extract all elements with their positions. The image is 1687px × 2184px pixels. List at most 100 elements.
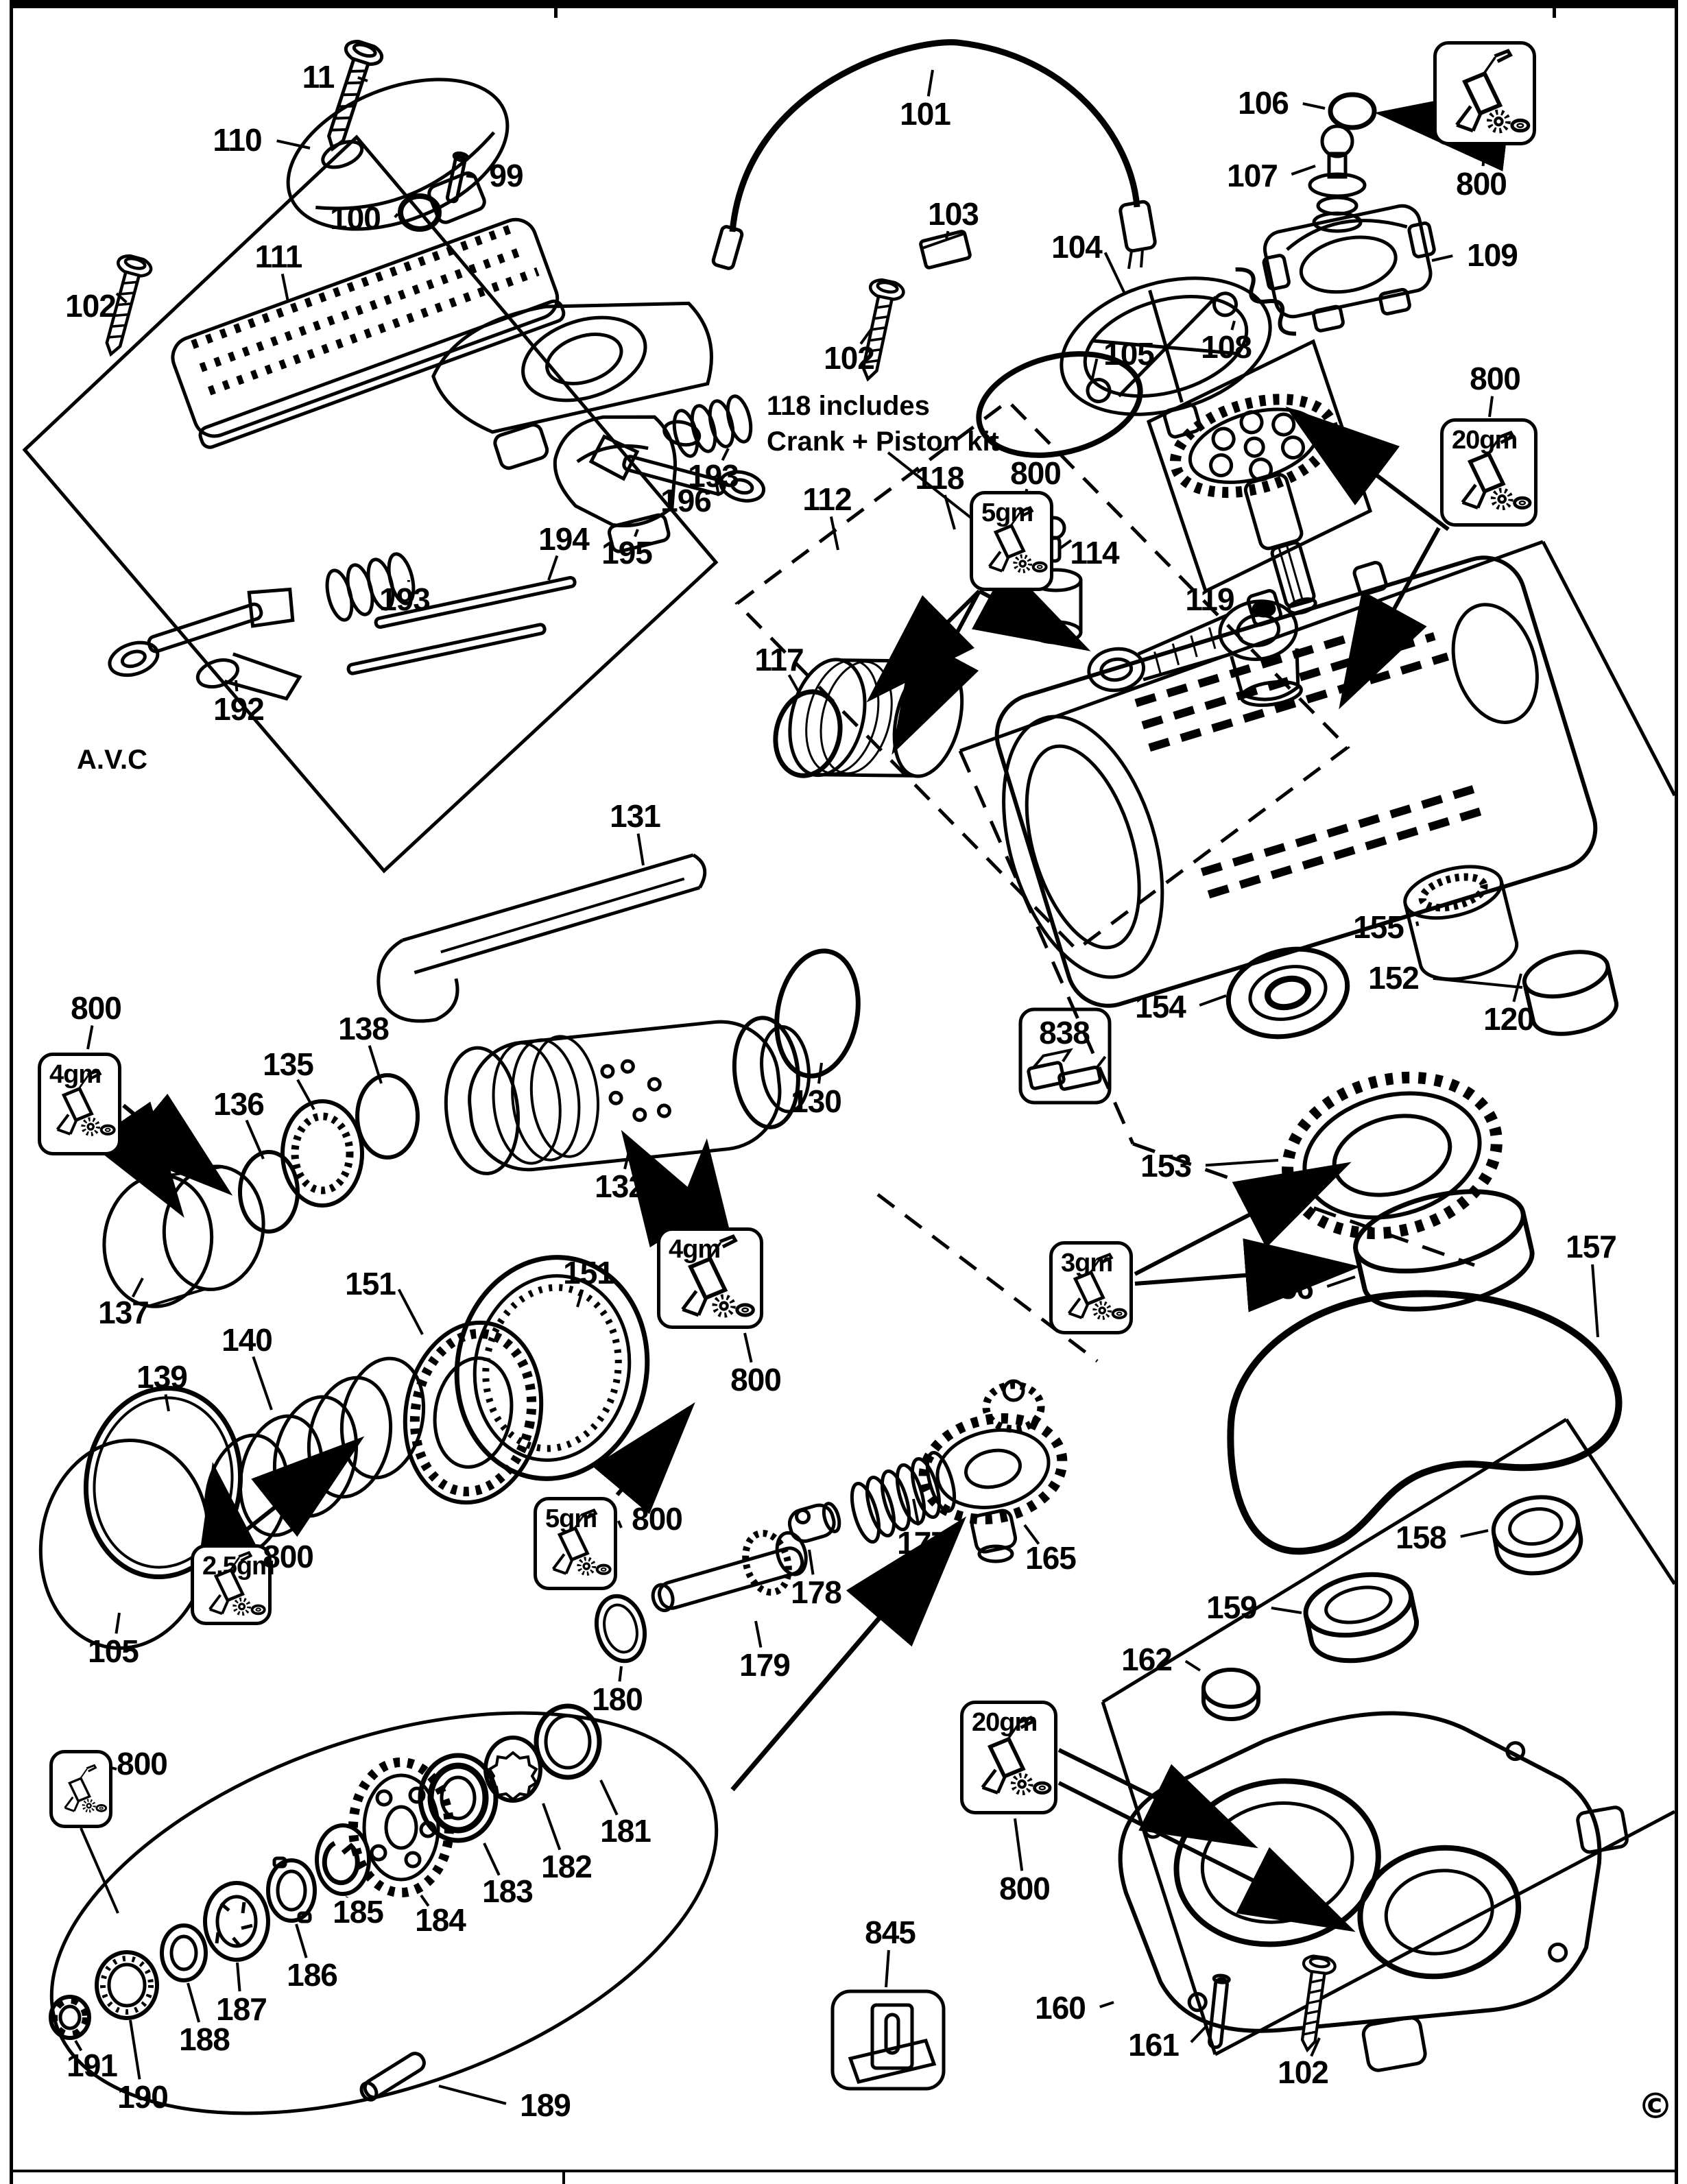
carrier-135-drawing — [280, 1099, 364, 1208]
part-label-119: 119 — [1185, 581, 1234, 617]
grease-amount-label: 4gm — [49, 1060, 101, 1089]
grease-gun-icon — [54, 1756, 108, 1825]
spindle-107-drawing — [1308, 124, 1367, 233]
grease-arrows-4gm-left — [88, 1093, 233, 1218]
grease-box-3gm-7: 3gm — [1049, 1241, 1133, 1334]
grease-gun-icon — [1445, 424, 1533, 523]
part-label-184: 184 — [415, 1902, 466, 1938]
top-bar-tick-right — [1553, 0, 1556, 18]
part-label-109: 109 — [1467, 237, 1518, 273]
part-label-160: 160 — [1035, 1990, 1086, 2026]
part-label-104: 104 — [1051, 229, 1103, 265]
part-label-161: 161 — [1128, 2027, 1180, 2063]
grease-box-5gm-1: 5gm — [970, 491, 1053, 591]
footer-rule — [10, 2170, 1677, 2172]
part-label-187: 187 — [216, 1991, 267, 2027]
grease-arrow-5gm2 — [593, 1402, 695, 1515]
avc-spring-193-lower-drawing — [325, 552, 416, 622]
part-label-182: 182 — [541, 1849, 593, 1884]
grease-amount-label: 20gm — [972, 1708, 1038, 1737]
crank-gear-box — [1146, 339, 1373, 594]
seal-159-drawing — [1303, 1572, 1420, 1664]
part-label-100: 100 — [330, 200, 381, 236]
clutch-group-oval — [49, 1711, 719, 2115]
grease-arrows-20gm-bottom — [1057, 1748, 1356, 1932]
guide-131-drawing — [376, 853, 707, 1023]
grease-gun-icon — [965, 1707, 1053, 1811]
part-label-189: 189 — [520, 2087, 571, 2123]
part-label-102: 102 — [1278, 2054, 1329, 2090]
grease-box-4gm-4: 4gm — [657, 1227, 763, 1329]
part-label-162: 162 — [1121, 1642, 1173, 1677]
kit-box-845 — [830, 1989, 946, 2091]
right-border — [1675, 0, 1678, 2184]
part-label-156: 156 — [1263, 1270, 1314, 1306]
pin-189-drawing — [359, 2052, 426, 2102]
ring-162-drawing — [1201, 1668, 1260, 1721]
grease-gun-icon — [1438, 47, 1531, 142]
ring-180-drawing — [595, 1594, 647, 1664]
top-border-bar — [10, 0, 1677, 8]
part-label-800: 800 — [71, 990, 122, 1026]
part-label-102: 102 — [65, 288, 117, 324]
part-label-800: 800 — [999, 1871, 1051, 1906]
shaft-179-drawing — [651, 1529, 808, 1613]
part-label-107: 107 — [1227, 158, 1278, 193]
grease-box-5gm-5: 5gm — [534, 1497, 617, 1590]
motor-housing-120-drawing — [994, 555, 1598, 1008]
part-label-103: 103 — [928, 196, 979, 232]
arrow-to-165 — [730, 1516, 967, 1792]
grease-box-2.5gm-6: 2.5gm — [191, 1544, 275, 1625]
top-bar-tick-left — [554, 0, 558, 18]
part-label-152: 152 — [1368, 960, 1420, 996]
left-border — [10, 0, 13, 2184]
part-label-105: 105 — [88, 1633, 139, 1669]
part-label-110: 110 — [213, 122, 262, 158]
side-shell-111-drawing — [431, 301, 713, 470]
nut-191-drawing — [49, 1995, 91, 2040]
avc-rods-194-drawing — [346, 575, 577, 675]
part-label-117: 117 — [754, 642, 804, 677]
motor-cover-111-drawing — [171, 217, 566, 449]
part-label-800: 800 — [117, 1746, 168, 1781]
part-label-105: 105 — [1103, 336, 1155, 372]
part-label-800: 800 — [1010, 455, 1062, 491]
part-label-193: 193 — [379, 581, 431, 617]
part-label-188: 188 — [179, 2021, 230, 2057]
kit-note-line2: Crank + Piston kit — [767, 427, 999, 457]
kit-note-line1: 118 includes — [767, 391, 930, 421]
part-label-183: 183 — [482, 1873, 534, 1909]
oring-130-drawing — [774, 948, 861, 1079]
star-washer-182-drawing — [483, 1736, 542, 1803]
part-label-195: 195 — [601, 535, 653, 571]
grease-gun-icon — [1054, 1247, 1128, 1331]
brush-holder-109-drawing — [1262, 204, 1436, 333]
avc-shifter-195-drawing — [553, 415, 678, 553]
avc-spring-193-upper-drawing — [672, 394, 753, 458]
part-label-193: 193 — [688, 458, 739, 494]
part-label-800: 800 — [730, 1362, 782, 1397]
dash-link-165 — [876, 1193, 1099, 1363]
grease-gun-icon — [974, 497, 1049, 588]
grease-gun-icon — [662, 1234, 758, 1325]
part-label-137: 137 — [98, 1295, 149, 1330]
grease-arrows-2-5gm — [195, 1436, 365, 1582]
grease-arrows-3gm — [1134, 1162, 1361, 1312]
part-label-177: 177 — [897, 1525, 948, 1561]
part-label-158: 158 — [1396, 1520, 1447, 1555]
oring-106-drawing — [1328, 92, 1377, 130]
part-label-185: 185 — [333, 1894, 384, 1930]
part-label-108: 108 — [1201, 329, 1252, 365]
kit-box-838 — [1018, 1007, 1112, 1105]
part-label-102: 102 — [824, 340, 875, 376]
brush-103-drawing — [919, 230, 972, 269]
part-label-186: 186 — [287, 1957, 338, 1993]
part-label-190: 190 — [117, 2079, 169, 2115]
footer-divider — [562, 2170, 565, 2184]
part-label-112: 112 — [802, 481, 852, 517]
part-label-159: 159 — [1206, 1589, 1258, 1625]
ring-188-drawing — [160, 1923, 208, 1982]
